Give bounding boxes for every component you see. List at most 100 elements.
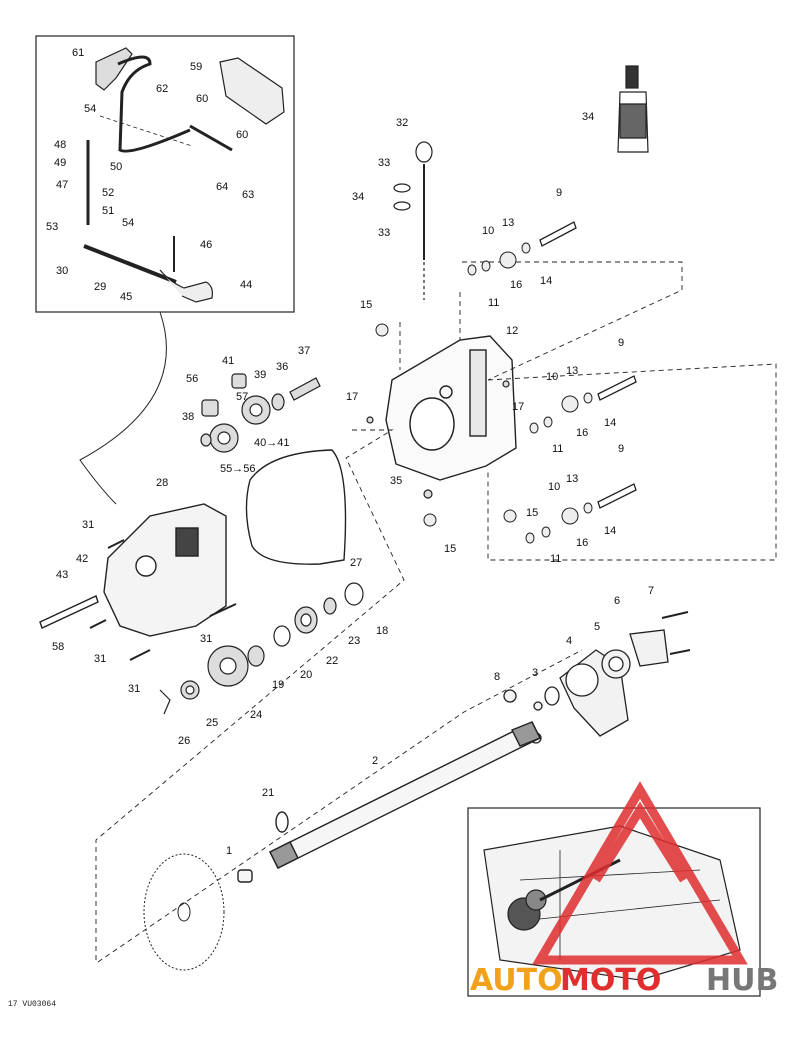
callout-c26: 26	[178, 735, 190, 747]
callout-c16b: 16	[576, 427, 588, 439]
callout-c23: 23	[348, 635, 360, 647]
dashed-assembly-guides	[95, 261, 777, 963]
callout-c11b: 11	[552, 443, 563, 455]
callout-c19: 19	[272, 679, 284, 691]
callout-c64: 64	[216, 181, 228, 193]
location-inset-frame	[467, 807, 761, 997]
callout-c2: 2	[372, 755, 378, 767]
linkage-inset-frame	[35, 35, 295, 313]
shift-lever-62	[117, 55, 191, 153]
callout-c9b: 9	[618, 337, 624, 349]
callout-c57: 57	[236, 391, 248, 403]
callout-c31b: 31	[94, 653, 106, 665]
watermark-text-moto: MOTO	[560, 963, 661, 998]
callout-c41: 41	[222, 355, 234, 367]
callout-c38: 38	[182, 411, 194, 423]
shift-fork-44	[159, 269, 213, 303]
callout-c27: 27	[350, 557, 362, 569]
callout-c58: 58	[52, 641, 64, 653]
callout-c29: 29	[94, 281, 106, 293]
callout-c24: 24	[250, 709, 262, 721]
linkage-inset	[35, 35, 295, 313]
callout-c4: 4	[566, 635, 572, 647]
diagram-code: 17 VU03064	[8, 1000, 56, 1009]
callout-c60a: 60	[196, 93, 208, 105]
callout-c47: 47	[56, 179, 68, 191]
callout-c59: 59	[190, 61, 202, 73]
callout-c53: 53	[46, 221, 58, 233]
oil-bottle-34	[617, 65, 649, 153]
callout-c49: 49	[54, 157, 66, 169]
callout-c42: 42	[76, 553, 88, 565]
callout-c16a: 16	[510, 279, 522, 291]
callout-c33a: 33	[378, 157, 390, 169]
callout-c28: 28	[156, 477, 168, 489]
callout-c9c: 9	[618, 443, 624, 455]
callout-c21: 21	[262, 787, 274, 799]
callout-c37: 37	[298, 345, 310, 357]
callout-c7: 7	[648, 585, 654, 597]
callout-c40to41: 40→41	[254, 437, 289, 449]
callout-c63a: 63	[242, 189, 254, 201]
chaincase-cover-28	[39, 503, 237, 661]
cover-gasket-27	[245, 449, 347, 565]
callout-c15b: 15	[526, 507, 538, 519]
callout-c15a: 15	[360, 299, 372, 311]
watermark-logo	[532, 781, 748, 965]
callout-c1: 1	[226, 845, 232, 857]
drive-axle-2	[237, 721, 541, 883]
callout-c8: 8	[494, 671, 500, 683]
callout-c60b: 60	[236, 129, 248, 141]
callout-c18: 18	[376, 625, 388, 637]
callout-c10c: 10	[548, 481, 560, 493]
lever-bracket-59	[219, 57, 285, 125]
watermark-text-hub: HUB	[706, 963, 778, 998]
callout-c13c: 13	[566, 473, 578, 485]
chaincase-housing-12	[385, 335, 517, 481]
lever-pivot	[189, 124, 233, 152]
callout-c52: 52	[102, 187, 114, 199]
callout-c48: 48	[54, 139, 66, 151]
callout-c34a: 34	[352, 191, 364, 203]
dipstick-32	[393, 141, 433, 300]
callout-c10b: 10	[546, 371, 558, 383]
callout-c36: 36	[276, 361, 288, 373]
callout-c62: 62	[156, 83, 168, 95]
callout-c39: 39	[254, 369, 266, 381]
inset-to-cover-leader	[79, 311, 167, 505]
callout-c55to56: 55→56	[220, 463, 255, 475]
callout-c46: 46	[200, 239, 212, 251]
callout-c15c: 15	[444, 543, 456, 555]
callout-c16c: 16	[576, 537, 588, 549]
callout-c50: 50	[110, 161, 122, 173]
callout-c31a: 31	[82, 519, 94, 531]
callout-c34b: 34	[582, 111, 594, 123]
callout-c20: 20	[300, 669, 312, 681]
callout-c54a: 54	[84, 103, 96, 115]
callout-c61: 61	[72, 47, 84, 59]
inset-leader-1	[99, 115, 193, 147]
callout-c32: 32	[396, 117, 408, 129]
callout-c51: 51	[102, 205, 114, 217]
bearing-housing	[503, 611, 691, 744]
callout-c22: 22	[326, 655, 338, 667]
callout-c25: 25	[206, 717, 218, 729]
callout-c31d: 31	[128, 683, 140, 695]
callout-c17a: 17	[346, 391, 358, 403]
callout-c11a: 11	[488, 297, 499, 309]
callout-c14c: 14	[604, 525, 616, 537]
callout-c56: 56	[186, 373, 198, 385]
watermark-text: AUTO MOTO HUB	[470, 963, 778, 998]
tensioner-parts	[375, 242, 593, 544]
callout-c45: 45	[120, 291, 132, 303]
lower-sprocket-stack	[159, 582, 364, 715]
shift-shaft-45	[83, 244, 177, 284]
callout-c10a: 10	[482, 225, 494, 237]
callout-c9a: 9	[556, 187, 562, 199]
brake-disc	[143, 853, 225, 971]
callout-c13b: 13	[566, 365, 578, 377]
shift-knob-61	[95, 47, 133, 91]
callout-c14a: 14	[540, 275, 552, 287]
